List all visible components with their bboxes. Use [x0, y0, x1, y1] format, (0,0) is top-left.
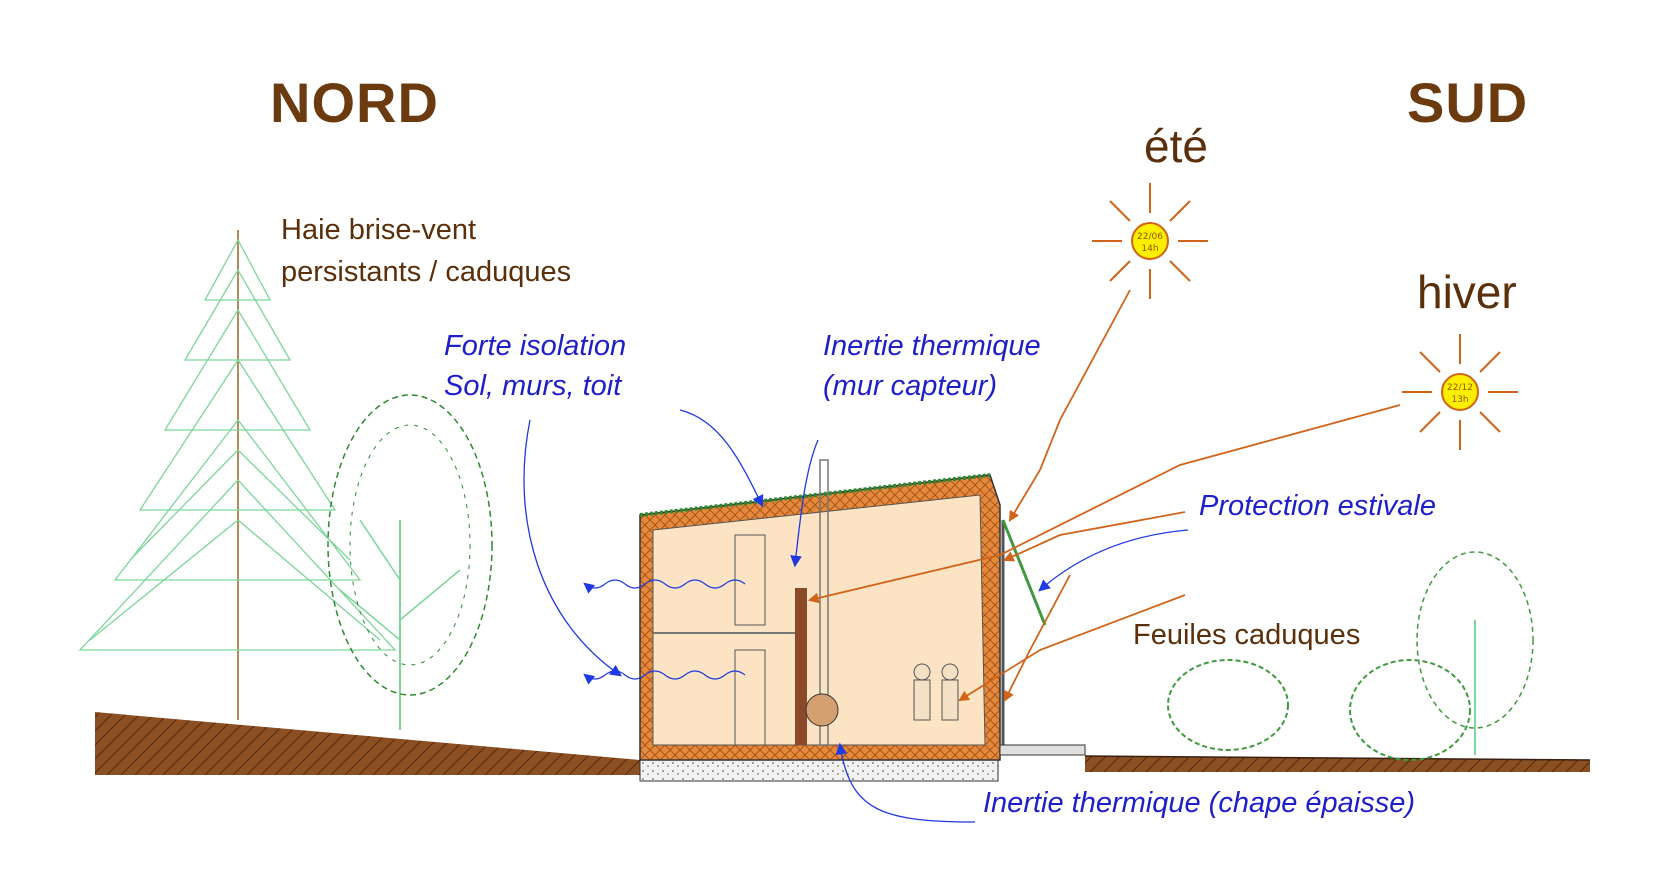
deciduous-tree-icon: [1416, 551, 1534, 755]
sun-winter-hour: 13h: [1451, 395, 1468, 405]
arrow-icon: [835, 742, 976, 823]
arrow-icon: [679, 409, 764, 508]
arrow-icon: [790, 439, 819, 568]
arrow-icon: [523, 419, 622, 677]
soil-south: [1085, 756, 1590, 772]
sun-icon: [1092, 183, 1208, 299]
insulation-label-line1: Forte isolation: [444, 330, 627, 362]
sun-rays: [807, 289, 1401, 702]
deciduous-tree-icon: [327, 394, 493, 730]
insulation-label-line2: Sol, murs, toit: [444, 370, 622, 402]
summer-label: été: [1144, 120, 1208, 172]
person-icon: [913, 663, 959, 721]
summer-shade: [1001, 519, 1047, 626]
house-section: [639, 459, 1086, 782]
south-label: SUD: [1407, 71, 1529, 134]
annotation-arrows: [523, 409, 1189, 823]
deciduous-leaves-label: Feuiles caduques: [1133, 619, 1361, 651]
sun-winter-date: 22/12: [1447, 383, 1473, 393]
capture-wall: [795, 588, 807, 745]
winter-label: hiver: [1417, 266, 1517, 318]
conifer-tree-icon: [78, 230, 397, 720]
inertia-wall-label-line1: Inertie thermique: [823, 330, 1041, 362]
chimney: [819, 459, 829, 746]
sun-summer-date: 22/06: [1137, 232, 1163, 242]
soil-north: [95, 712, 640, 775]
arrow-icon: [1038, 529, 1189, 592]
sun-summer-hour: 14h: [1141, 244, 1158, 254]
hedge-label-line2: persistants / caduques: [281, 256, 572, 288]
sun-icon: [1402, 334, 1518, 450]
bush-icon: [1167, 659, 1471, 761]
stove-icon: [805, 693, 839, 727]
hedge-label-line1: Haie brise-vent: [281, 214, 477, 246]
inertia-wall-label-line2: (mur capteur): [823, 370, 998, 402]
summer-protection-label: Protection estivale: [1199, 490, 1436, 522]
ground: [95, 712, 1591, 775]
inertia-floor-label: Inertie thermique (chape épaisse): [983, 787, 1416, 819]
north-label: NORD: [270, 71, 439, 134]
